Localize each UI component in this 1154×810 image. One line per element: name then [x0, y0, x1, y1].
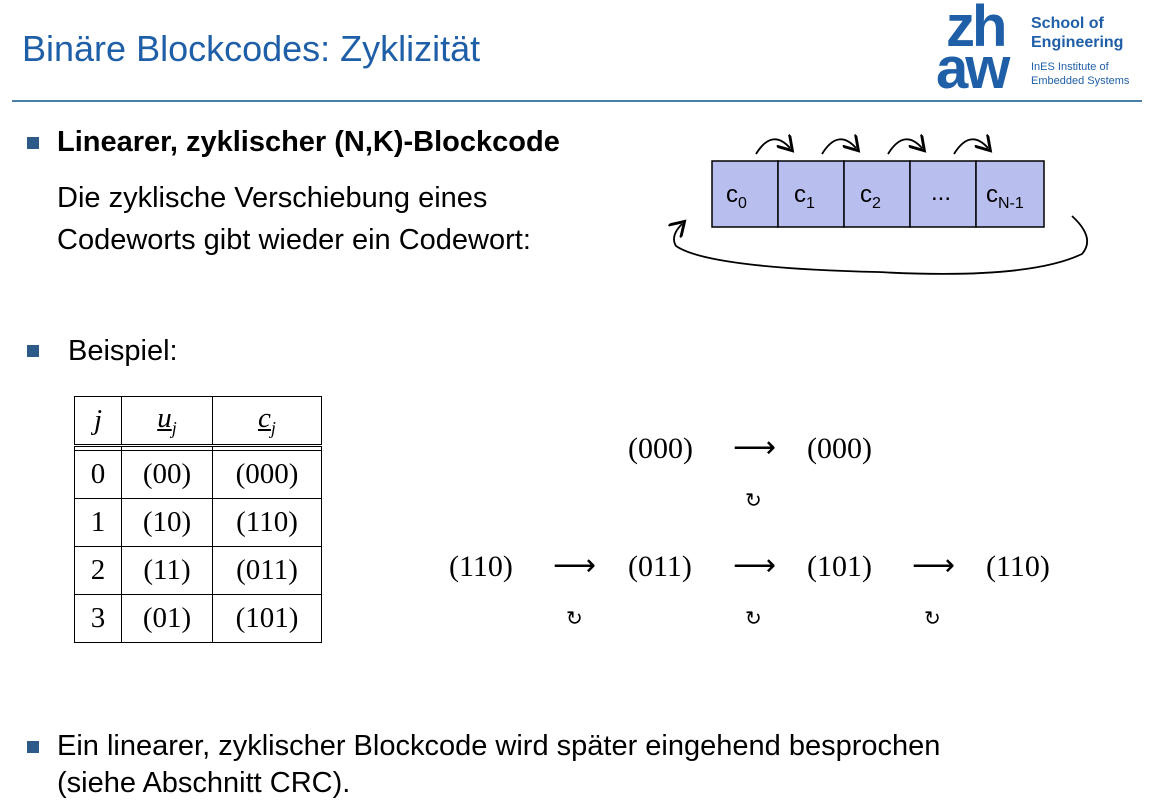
rotate-icon: ↻ [745, 488, 762, 512]
cell-cn-1: cN-1 [986, 181, 1024, 212]
arrow-icon: ⟶ [912, 548, 956, 583]
shift-arrow-icon [887, 139, 922, 155]
header-j: j [74, 396, 122, 446]
section1-heading: Linearer, zyklischer (N,K)-Blockcode [57, 126, 560, 158]
bullet-icon [27, 741, 39, 753]
cycle2-word-d: (110) [986, 550, 1050, 583]
cell-j: 0 [74, 450, 122, 499]
cell-j: 3 [74, 594, 122, 643]
section3-line2: (siehe Abschnitt CRC). [57, 767, 351, 799]
register-cells [711, 160, 1045, 228]
cycle2-word-b: (011) [628, 550, 692, 583]
cell-ellipsis: ... [931, 179, 951, 206]
arrow-icon: ⟶ [733, 430, 777, 465]
table-row: 3 (01) (101) [74, 594, 322, 643]
feedback-loop-arrow-icon [674, 215, 1089, 275]
rotate-icon: ↻ [924, 606, 941, 630]
section1-line1: Die zyklische Verschiebung eines [57, 182, 488, 214]
logo-institute-text: InES Institute of Embedded Systems [1031, 60, 1129, 88]
cell-c: (101) [212, 594, 322, 643]
shift-arrow-icon [953, 139, 988, 155]
rotate-icon: ↻ [745, 606, 762, 630]
title-divider [12, 100, 1142, 102]
cell-u: (01) [121, 594, 213, 643]
cell-c2: c2 [860, 181, 881, 212]
logo-school-line1: School of [1031, 15, 1104, 32]
page-title: Binäre Blockcodes: Zyklizität [22, 28, 481, 69]
shift-arrow-icon [755, 139, 790, 155]
logo-aw: aw [936, 36, 1010, 101]
cell-j: 2 [74, 546, 122, 595]
cycle2-word-c: (101) [807, 550, 872, 583]
cycle1-word-b: (000) [807, 432, 872, 465]
cell-c: (000) [212, 450, 322, 499]
code-table: j uj cj 0 (00) (000) 1 (10) (110) 2 (11)… [74, 396, 322, 643]
logo-school-line2: Engineering [1031, 34, 1124, 51]
cell-c1: c1 [794, 181, 815, 212]
section1-line2: Codeworts gibt wieder ein Codewort: [57, 224, 531, 256]
header-c: cj [212, 396, 322, 446]
shift-arrow-icon [821, 139, 856, 155]
header-u: uj [121, 396, 213, 446]
logo-zh: zh [946, 0, 1007, 59]
arrow-icon: ⟶ [553, 548, 597, 583]
cycle1-word-a: (000) [628, 432, 693, 465]
bullet-icon [27, 137, 39, 149]
table-row: 0 (00) (000) [74, 450, 322, 499]
section3-line1: Ein linearer, zyklischer Blockcode wird … [57, 730, 941, 762]
cyclic-shift-diagram: c0 c1 c2 ... cN-1 [668, 120, 1108, 285]
bullet-icon [27, 345, 39, 357]
example-label: Beispiel: [68, 335, 178, 367]
arrow-icon: ⟶ [733, 548, 777, 583]
logo-ines-line1: InES Institute of [1031, 61, 1109, 73]
cycle2-word-a: (110) [449, 550, 513, 583]
cell-u: (11) [121, 546, 213, 595]
rotate-icon: ↻ [566, 606, 583, 630]
table-header-row: j uj cj [74, 396, 322, 446]
cell-j: 1 [74, 498, 122, 547]
logo-ines-line2: Embedded Systems [1031, 75, 1130, 87]
cell-u: (00) [121, 450, 213, 499]
cell-c: (011) [212, 546, 322, 595]
logo-school-text: School of Engineering [1031, 14, 1123, 52]
table-row: 1 (10) (110) [74, 498, 322, 547]
table-row: 2 (11) (011) [74, 546, 322, 595]
cell-c0: c0 [726, 181, 747, 212]
zhaw-logo: zh aw School of Engineering InES Institu… [936, 0, 1146, 101]
cell-u: (10) [121, 498, 213, 547]
cell-c: (110) [212, 498, 322, 547]
